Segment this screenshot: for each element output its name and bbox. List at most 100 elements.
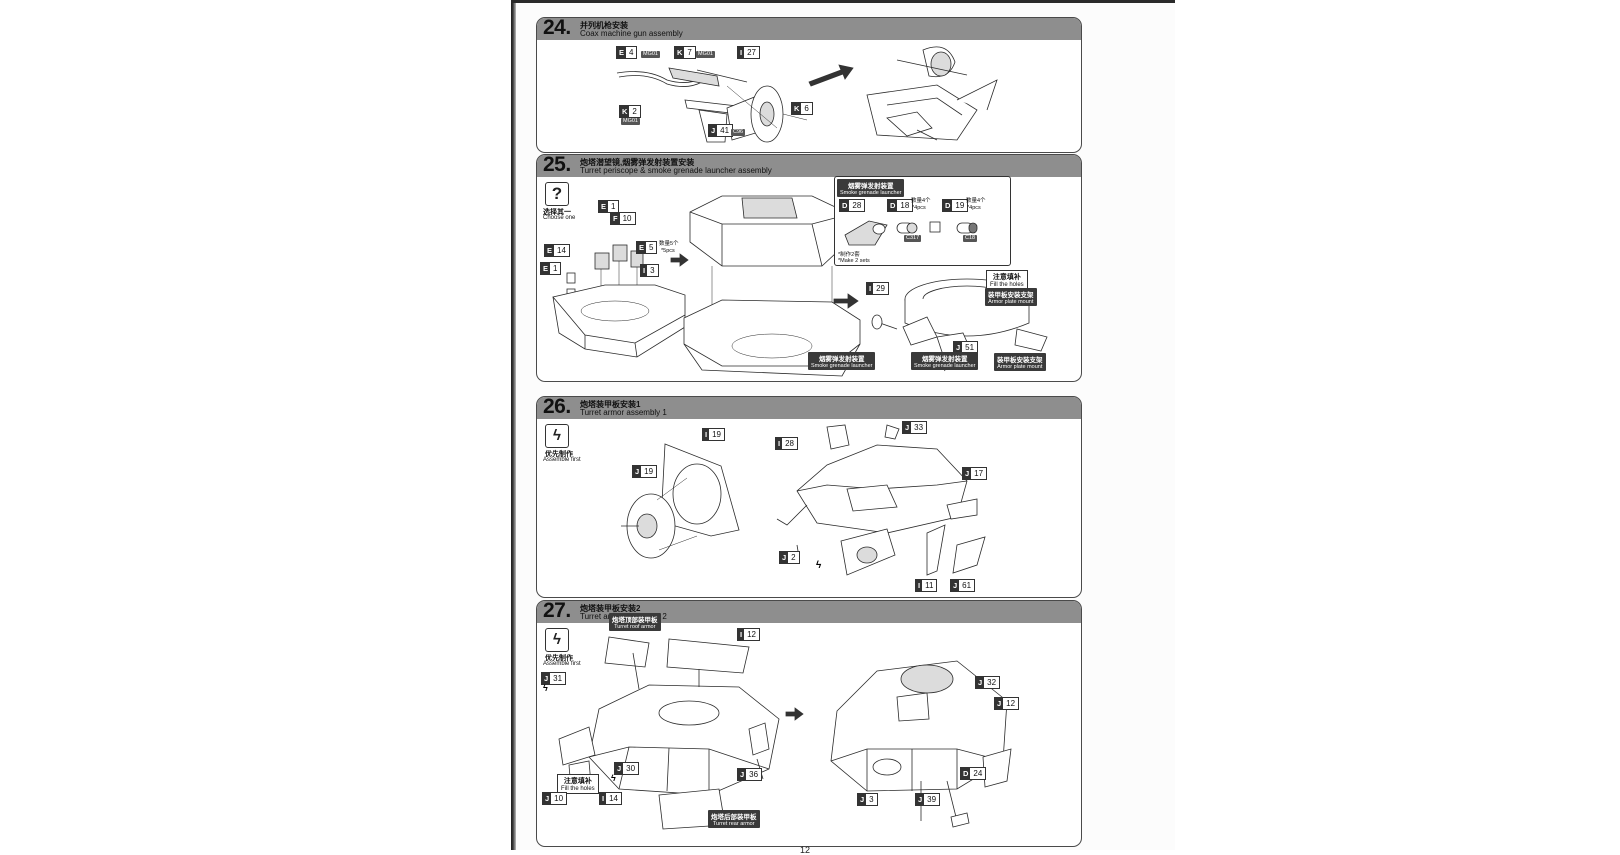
scan-edge-top bbox=[511, 0, 1175, 3]
step-24-number: 24. bbox=[543, 17, 571, 39]
qty-4-cn: 数量4个 bbox=[911, 198, 931, 204]
qty-4-en: *4pcs bbox=[912, 205, 926, 211]
step-26-panel: 26. 炮塔装甲板安装1 Turret armor assembly 1 ϟ 优… bbox=[536, 396, 1082, 598]
smoke-launcher-parts-drawing bbox=[844, 220, 978, 246]
turret-with-coax-drawing bbox=[866, 46, 998, 141]
code-tag: C317 bbox=[904, 235, 922, 242]
arrow-right-icon bbox=[670, 253, 689, 267]
step-25-title-cn: 炮塔潜望镜,烟雾弹发射装置安装 bbox=[580, 158, 695, 167]
make-2-cn: *制作2套 bbox=[838, 252, 860, 258]
lightning-icon: ϟ bbox=[545, 628, 569, 652]
question-icon: ? bbox=[545, 182, 569, 206]
fill-holes-note-27: 注意填补 Fill the holes bbox=[557, 774, 599, 794]
smoke-launcher-tag-right: 烟雾弹发射装置 Smoke grenade launcher bbox=[911, 352, 979, 370]
turret-armor-exploded-drawing bbox=[776, 424, 986, 576]
qty-4-cn-b: 数量4个 bbox=[966, 198, 986, 204]
turret-armor2-exploded-drawing bbox=[558, 636, 780, 830]
step-26-title-en: Turret armor assembly 1 bbox=[580, 408, 667, 417]
assemble-first-cn: 优先制作 bbox=[545, 655, 573, 662]
code-tag: MG01 bbox=[621, 118, 640, 125]
lightning-icon: ϟ bbox=[543, 683, 548, 693]
assemble-first-cn: 优先制作 bbox=[545, 451, 573, 458]
qty-5-en: *5pcs bbox=[661, 248, 675, 254]
armor-mount-tag: 装甲板安装支架 Armor plate mount bbox=[985, 288, 1037, 306]
coax-gun-parts-drawing bbox=[616, 67, 808, 143]
choose-one-en: Choose one bbox=[543, 215, 576, 221]
code-tag: C18 bbox=[963, 235, 978, 242]
step-26-number: 26. bbox=[543, 396, 571, 418]
assemble-first-en: Assemble first bbox=[543, 661, 581, 667]
mantlet-exploded-drawing bbox=[621, 443, 740, 559]
scan-edge-left bbox=[511, 0, 516, 850]
step-24-header: 24. 并列机枪安装 Coax machine gun assembly bbox=[537, 18, 1081, 40]
arrow-right-icon bbox=[833, 293, 859, 309]
turret-rear-armor-tag: 炮塔后部装甲板 Turret rear armor bbox=[708, 810, 760, 828]
make-2-en: *Make 2 sets bbox=[838, 258, 870, 264]
step-25-title-en: Turret periscope & smoke grenade launche… bbox=[580, 166, 772, 175]
lightning-icon: ϟ bbox=[816, 560, 822, 571]
qty-4-en-b: *4pcs bbox=[967, 205, 981, 211]
page-number: 12 bbox=[800, 845, 811, 855]
code-tag: C96 bbox=[731, 129, 746, 136]
choose-one-cn: 选择其一 bbox=[543, 209, 571, 216]
turret-top-exploded-drawing bbox=[683, 195, 861, 377]
step-27-panel: 27. 炮塔装甲板安装2 Turret armor assembly 2 ϟ 优… bbox=[536, 600, 1082, 847]
arrow-right-icon bbox=[808, 64, 854, 87]
step-26-title-cn: 炮塔装甲板安装1 bbox=[580, 400, 641, 409]
assemble-first-en: Assemble first bbox=[543, 457, 581, 463]
step-25-header: 25. 炮塔潜望镜,烟雾弹发射装置安装 Turret periscope & s… bbox=[537, 155, 1081, 177]
lightning-icon: ϟ bbox=[545, 424, 569, 448]
periscope-parts-drawing bbox=[552, 244, 686, 358]
qty-5-cn: 数量5个 bbox=[659, 241, 679, 247]
inset-title: 烟雾弹发射装置 Smoke grenade launcher bbox=[837, 179, 905, 197]
fill-holes-note: 注意填补 Fill the holes bbox=[986, 270, 1028, 290]
step-26-header: 26. 炮塔装甲板安装1 Turret armor assembly 1 bbox=[537, 397, 1081, 419]
armor-plate-mount-tag: 装甲板安装支架 Armor plate mount bbox=[994, 353, 1046, 371]
smoke-launcher-tag-left: 烟雾弹发射装置 Smoke grenade launcher bbox=[808, 352, 876, 370]
step-27-number: 27. bbox=[543, 600, 571, 622]
step-25-panel: 25. 炮塔潜望镜,烟雾弹发射装置安装 Turret periscope & s… bbox=[536, 154, 1082, 382]
code-tag: MG01 bbox=[641, 51, 660, 58]
turret-armor2-assembled-drawing bbox=[830, 660, 1012, 828]
lightning-icon: ϟ bbox=[611, 773, 616, 783]
step-27-title-cn: 炮塔装甲板安装2 bbox=[580, 604, 641, 613]
turret-side-armor-tag: 炮塔顶部装甲板 Turret roof armor bbox=[609, 613, 661, 631]
